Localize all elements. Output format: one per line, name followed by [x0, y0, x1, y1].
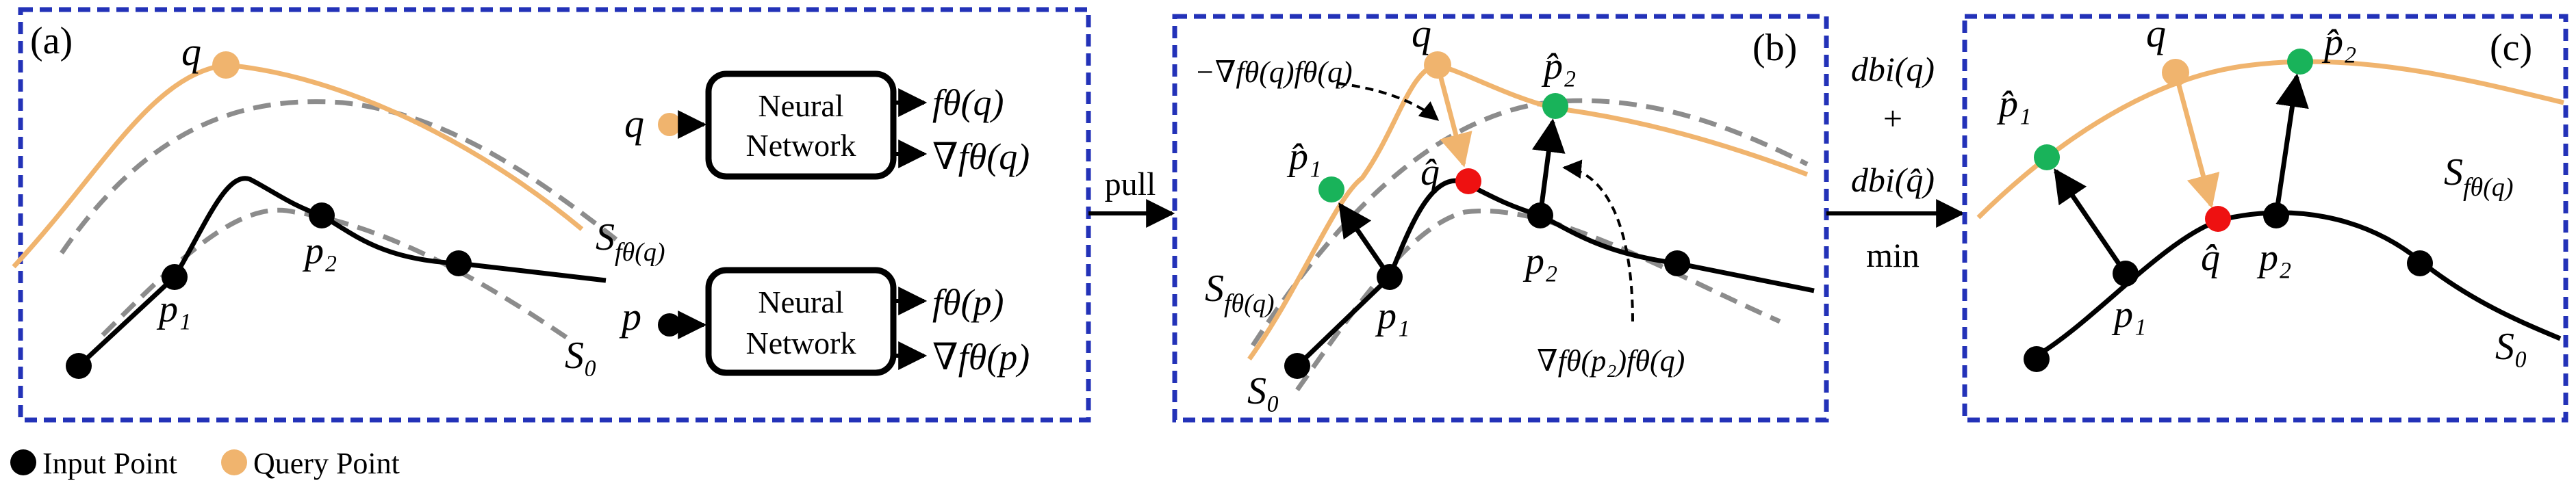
label-qhat: q̂ [1420, 151, 1440, 194]
input-point-p1 [1377, 264, 1403, 290]
zero-level-curve-upper [60, 99, 618, 254]
neural-network-top-line1: Neural [758, 88, 843, 123]
legend-input-point-marker [10, 449, 36, 475]
panel-c-label: (c) [2490, 27, 2532, 69]
legend-input-point-label: Input Point [42, 447, 177, 480]
input-point-end [446, 250, 472, 276]
label-p1hat: p̂₁ [1286, 135, 1321, 178]
surface-s0-curve [77, 176, 607, 368]
arrow-a-to-b-label: pull [1105, 166, 1156, 202]
pull-arrow-p2-to-p2hat [2273, 73, 2309, 216]
legend: Input Point Query Point [10, 447, 400, 480]
panel-b: (b) q p̂₁ p̂₂ q̂ p₁ p₂ S₀ Sfθ(q) [1172, 11, 1829, 423]
label-s0: S₀ [565, 334, 597, 377]
arrow-b-to-c-plus: + [1883, 99, 1902, 137]
level-set-curve [1976, 59, 2564, 220]
surface-s0-curve [1295, 178, 1815, 368]
label-q: q [181, 29, 201, 74]
network-input-q-dot [658, 113, 681, 136]
label-grad-q: −∇fθ(q)fθ(q) [1195, 55, 1353, 89]
network-input-p-dot [658, 313, 681, 337]
label-p1: p₁ [156, 288, 191, 330]
arrow-b-to-c-min: min [1866, 236, 1920, 274]
label-grad-p2: ∇fθ(p₂)fθ(q) [1537, 344, 1685, 378]
input-point-end [2407, 250, 2433, 276]
panel-c: (c) q p̂₁ p̂₂ q̂ p₁ p₂ S₀ Sfθ(q) [1962, 11, 2568, 423]
output-grad-f-p: ∇fθ(p) [932, 337, 1030, 378]
label-s-ftheta: Sfθ(q) [1205, 267, 1275, 318]
label-p2: p₂ [2256, 237, 2291, 279]
projected-point-p2hat [1542, 93, 1568, 119]
neural-network-bottom-line2: Network [746, 326, 856, 360]
label-p2hat: p̂₂ [1541, 45, 1576, 88]
network-input-p-label: p [619, 294, 641, 339]
label-p1: p₁ [1375, 295, 1410, 337]
pull-arrow-p1-to-p1hat [1338, 202, 1392, 278]
panel-a-label: (a) [30, 20, 73, 62]
level-set-curve [12, 62, 584, 269]
neural-network-bottom-line1: Neural [758, 285, 843, 319]
label-s-ftheta: Sfθ(q) [2444, 151, 2514, 202]
gradient-p2-arrow [1562, 159, 1634, 322]
label-p2hat: p̂₂ [2321, 21, 2356, 64]
label-p2: p₂ [1522, 240, 1557, 282]
input-point-start [66, 353, 92, 379]
arrow-b-to-c-dbi-qhat: dbi(q̂) [1851, 161, 1935, 199]
query-point-q [212, 51, 240, 79]
input-point-p1 [2113, 261, 2139, 287]
pull-arrow-p2-to-p2hat [1531, 118, 1566, 216]
projected-point-p2hat [2287, 49, 2313, 75]
projected-point-p1hat [2034, 144, 2060, 170]
output-grad-f-q: ∇fθ(q) [932, 136, 1030, 177]
query-point-q [2162, 59, 2189, 86]
pull-arrow-p1-to-p1hat [2054, 168, 2128, 275]
legend-query-point-marker [221, 449, 247, 475]
input-point-p2 [2263, 202, 2289, 228]
pull-arrow-q-to-qhat [1435, 64, 1472, 168]
query-point-q [1424, 51, 1451, 79]
input-point-p2 [1527, 202, 1553, 228]
gradient-q-arrow [1338, 82, 1440, 121]
projected-point-p1hat [1318, 176, 1344, 202]
label-s-ftheta: Sfθ(q) [596, 216, 665, 267]
projected-query-qhat [1455, 168, 1481, 194]
legend-query-point-label: Query Point [253, 447, 400, 480]
network-input-q-label: q [624, 101, 644, 146]
input-point-start [1284, 353, 1310, 379]
input-point-start [2024, 346, 2050, 372]
arrow-b-to-c-dbi-q: dbi(q) [1851, 50, 1935, 88]
label-q: q [1412, 11, 1431, 55]
neural-network-top-line2: Network [746, 128, 856, 163]
panel-c-frame [1962, 14, 2568, 423]
panel-b-label: (b) [1752, 27, 1797, 69]
panel-a: (a) q p₁ p₂ Sfθ(q) S₀ q Neural Network f… [12, 7, 1091, 423]
panel-a-frame [18, 7, 1091, 423]
output-f-p: fθ(p) [932, 282, 1004, 323]
neural-network-box-bottom [705, 267, 897, 376]
label-qhat: q̂ [2201, 237, 2220, 279]
input-point-end [1664, 250, 1690, 276]
pull-arrow-q-to-qhat [2173, 72, 2220, 209]
output-f-q: fθ(q) [932, 82, 1004, 123]
label-p1hat: p̂₁ [1996, 83, 2031, 125]
panel-b-frame [1172, 14, 1829, 423]
label-s0: S₀ [1247, 370, 1279, 412]
label-p1: p₁ [2111, 293, 2146, 336]
neural-network-box-top [705, 70, 897, 180]
label-q: q [2146, 11, 2166, 55]
input-point-p1 [162, 264, 188, 290]
label-p2: p₂ [302, 230, 337, 272]
label-s0: S₀ [2495, 326, 2527, 368]
projected-query-qhat [2205, 206, 2231, 232]
input-point-p2 [309, 202, 335, 228]
